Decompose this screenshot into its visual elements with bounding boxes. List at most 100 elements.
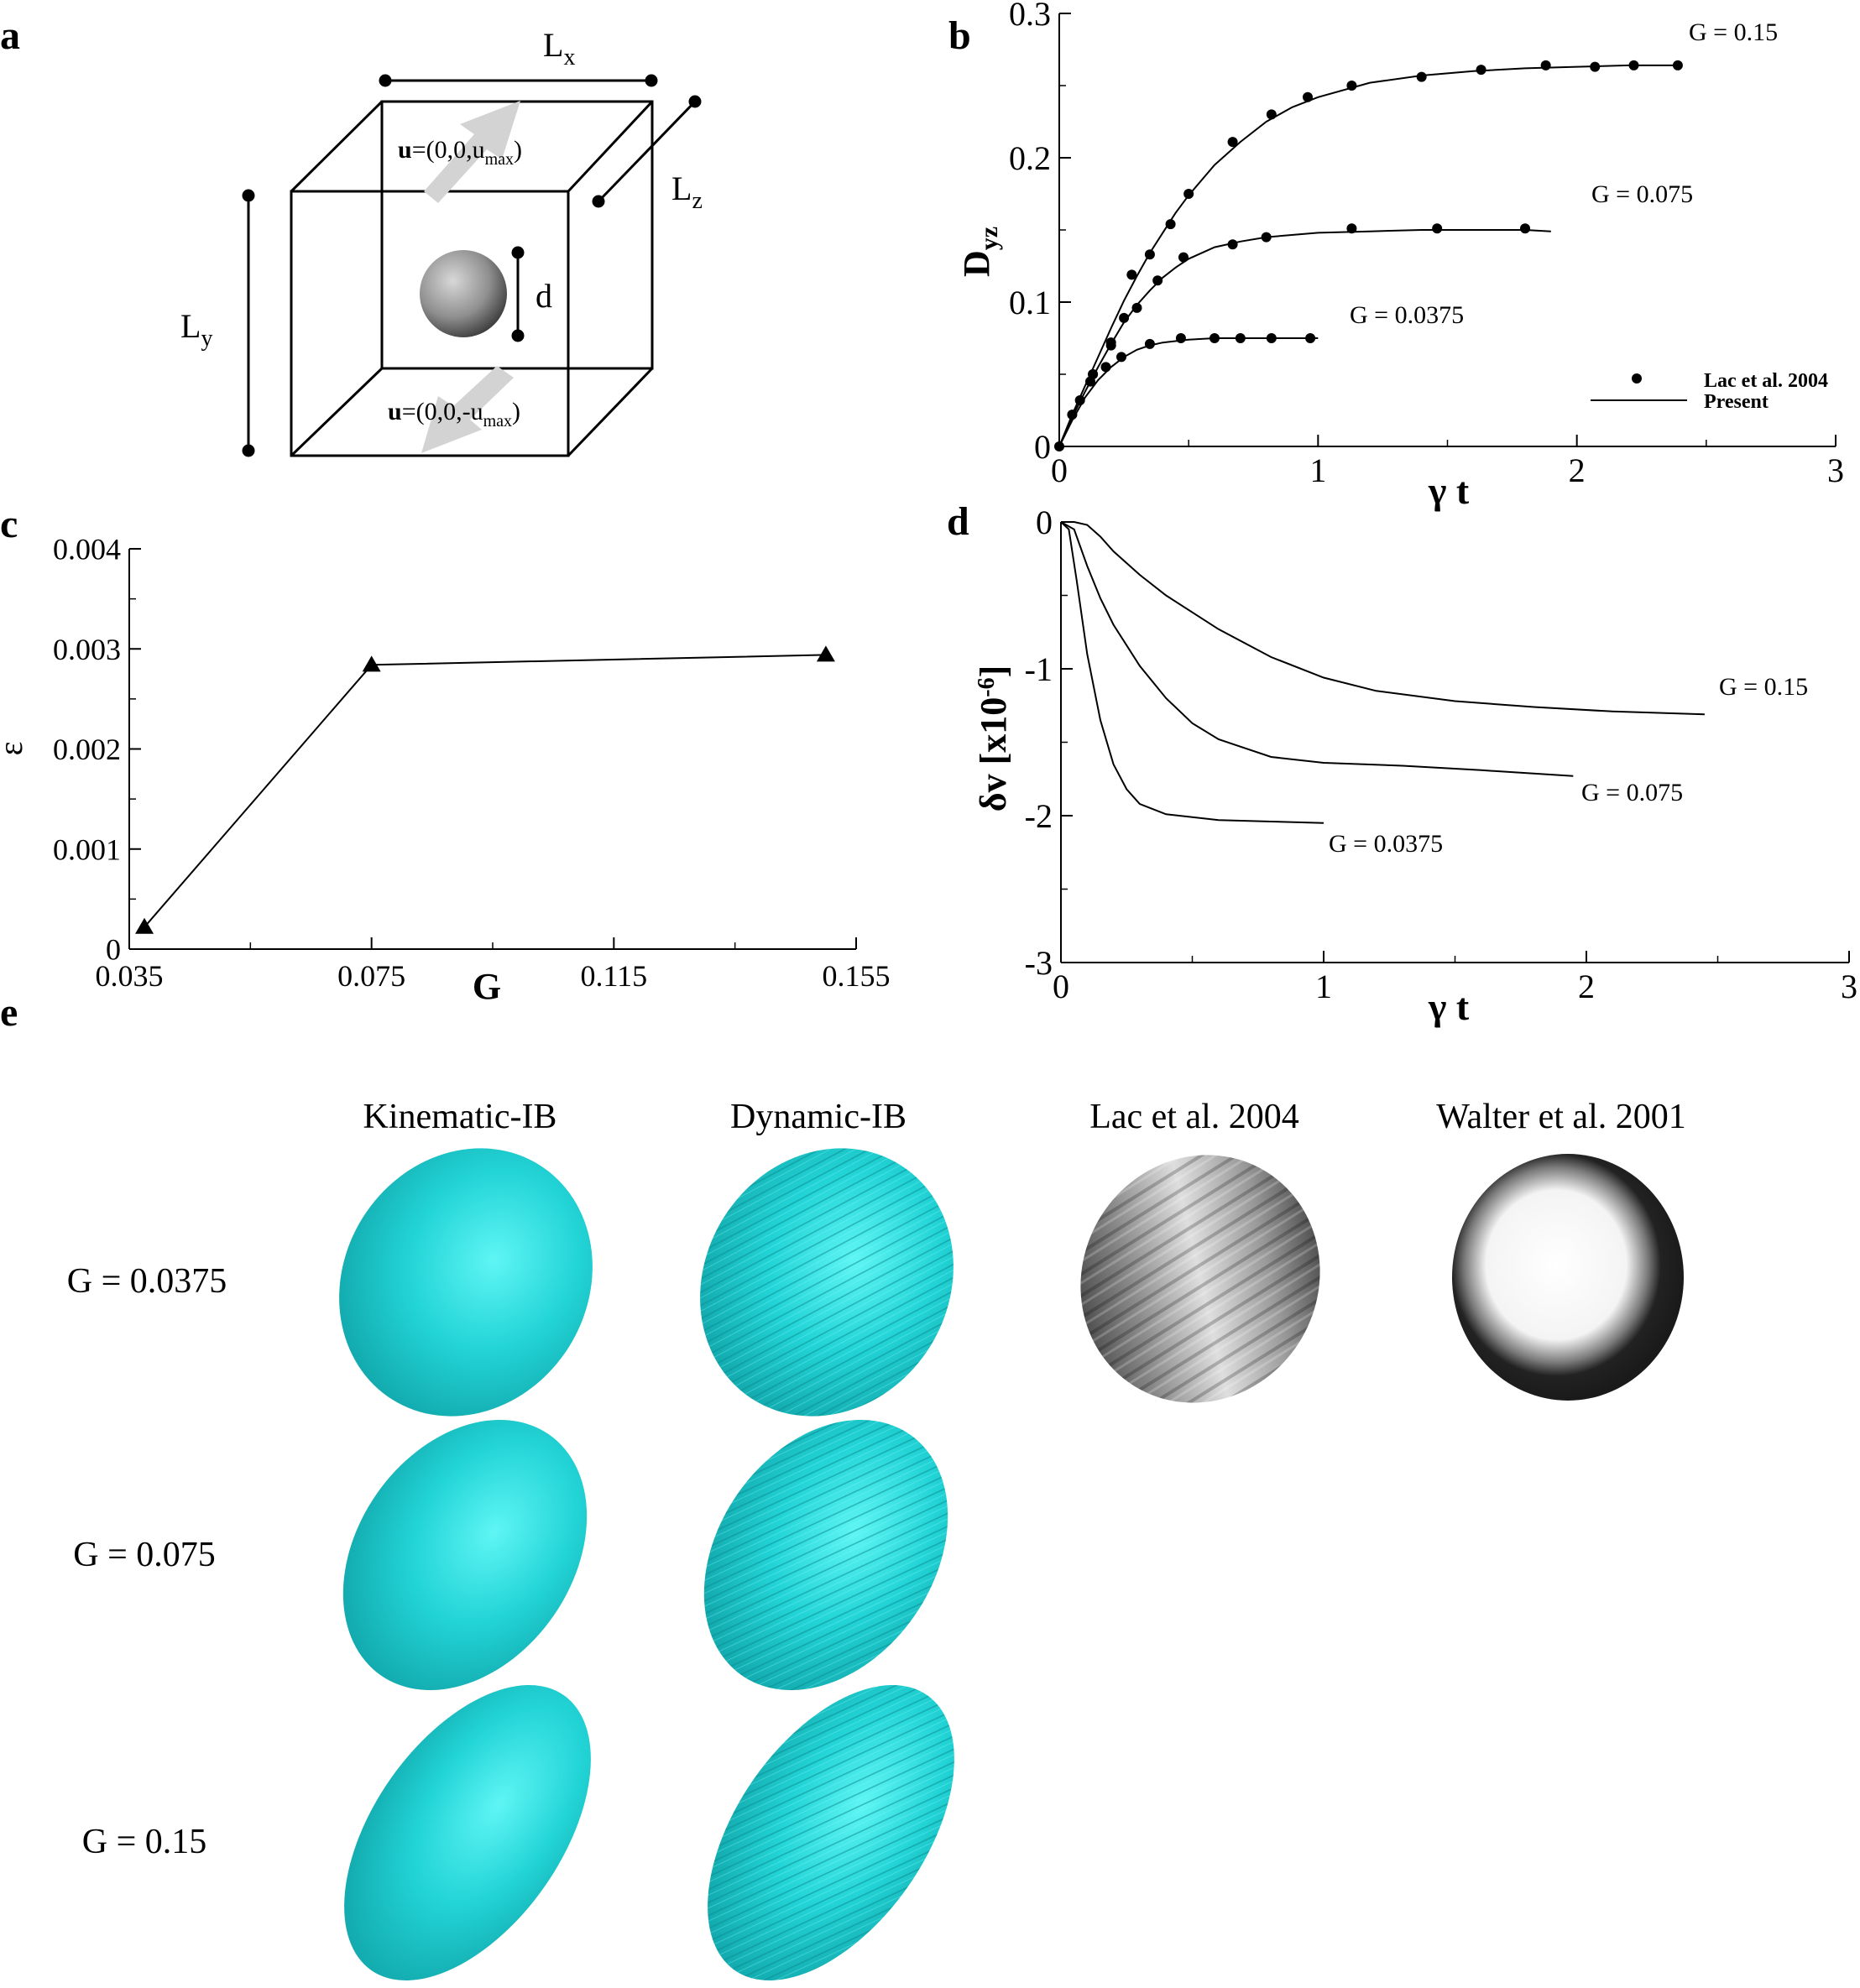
x-tick-label: 0.075 — [337, 959, 405, 993]
y-tick-label: 0.3 — [1009, 0, 1051, 33]
y-tick-label: -1 — [1025, 650, 1053, 688]
y-tick-label: -2 — [1025, 797, 1053, 835]
kinematic-shape-g0375 — [339, 1148, 593, 1417]
droplet-sphere — [420, 250, 507, 337]
series-label-g-0-075: G = 0.075 — [1581, 779, 1683, 806]
x-tick-label: 1 — [1315, 968, 1332, 1005]
series-line-g-0-0375 — [1058, 337, 1319, 447]
data-point-g-0-075 — [1152, 275, 1163, 286]
data-point-g-0-075 — [1227, 239, 1238, 250]
data-point-g-0-15 — [1266, 109, 1277, 120]
data-point-triangle — [816, 645, 835, 662]
legend-label-lac: Lac et al. 2004 — [1704, 370, 1828, 392]
bottom-flow-arrow — [421, 366, 514, 453]
data-point-g-0-075 — [1131, 302, 1142, 313]
x-tick-label: 1 — [1309, 451, 1326, 489]
bottom-velocity-label: u=(0,0,-umax) — [388, 398, 520, 430]
panel-e: e Kinematic-IB Dynamic-IB Lac et al. 200… — [0, 990, 1686, 1980]
row-label-g-0-15: G = 0.15 — [82, 1823, 207, 1861]
data-point-g-0-0375 — [1305, 333, 1316, 343]
panel-letter-e: e — [0, 990, 18, 1035]
legend-marker-lac — [1632, 373, 1642, 384]
x-tick-label: 3 — [1841, 968, 1857, 1005]
y-tick-label: 0.004 — [53, 533, 121, 566]
lz-label: Lz — [671, 170, 703, 214]
d-dimension — [511, 246, 525, 342]
y-axis-title: δv [x10-6] — [973, 665, 1014, 811]
x-tick-label: 2 — [1569, 451, 1586, 489]
data-point-g-0-15 — [1346, 81, 1357, 91]
x-tick-label: 0.115 — [580, 959, 647, 993]
series-line-g-0-075 — [1060, 521, 1574, 777]
series-label-g-0-0375: G = 0.0375 — [1350, 301, 1464, 329]
x-tick-label: 0.155 — [823, 959, 891, 993]
data-point-triangle — [135, 917, 154, 934]
x-tick-label: 3 — [1827, 451, 1844, 489]
data-point-g-0-15 — [1416, 71, 1427, 82]
dynamic-shape-g075 — [703, 1419, 948, 1691]
series-line-g-0-0375 — [1060, 521, 1324, 824]
y-tick-label: 0.002 — [53, 733, 121, 766]
data-point-g-0-075 — [1178, 252, 1189, 263]
row-label-g-0-0375: G = 0.0375 — [67, 1262, 227, 1301]
series-label-g-0-0375: G = 0.0375 — [1329, 830, 1443, 858]
data-point-g-0-15 — [1227, 137, 1238, 148]
column-header-walter-2001: Walter et al. 2001 — [1436, 1098, 1686, 1136]
ly-dimension — [242, 189, 255, 457]
data-point-g-0-15 — [1165, 219, 1176, 230]
row-label-g-0-075: G = 0.075 — [73, 1536, 216, 1574]
ly-label: Ly — [180, 307, 212, 352]
series-label-g-0-15: G = 0.15 — [1689, 18, 1778, 46]
lx-dimension — [379, 74, 658, 87]
data-point-g-0-15 — [1144, 249, 1155, 260]
data-point-g-0-15 — [1540, 60, 1551, 70]
data-point-g-0-15 — [1628, 60, 1639, 70]
y-tick-label: 0.1 — [1009, 284, 1051, 321]
x-tick-label: 0 — [1051, 451, 1068, 489]
data-point-g-0-0375 — [1235, 333, 1246, 343]
y-axis-title: ε — [0, 742, 29, 756]
data-point-g-0-0375 — [1266, 333, 1277, 343]
chart-c: 0.035 0.075 0.115 0.155 0 0.001 0.002 0.003 0.00… — [0, 533, 891, 1007]
top-flow-arrow — [424, 101, 520, 203]
data-point-g-0-0375 — [1210, 333, 1220, 343]
column-header-kinematic-ib: Kinematic-IB — [363, 1098, 557, 1136]
data-point-g-0-15 — [1126, 269, 1137, 280]
y-axis-title: Dyz — [956, 227, 1003, 277]
x-axis-title: γ t — [1428, 469, 1470, 512]
data-point-g-0-075 — [1346, 223, 1357, 234]
y-tick-label: 0 — [1036, 504, 1053, 541]
y-tick-label: 0 — [106, 933, 121, 967]
x-tick-label: 2 — [1578, 968, 1595, 1005]
y-tick-label: 0.001 — [53, 832, 121, 866]
column-header-dynamic-ib: Dynamic-IB — [730, 1098, 906, 1136]
panel-letter-c: c — [0, 502, 18, 546]
data-point-g-0-075 — [1520, 223, 1530, 234]
y-tick-label: 0.003 — [53, 633, 121, 666]
kinematic-shape-g15 — [344, 1685, 591, 1980]
top-velocity-label: u=(0,0,umax) — [398, 136, 522, 169]
lac-2004-image — [1080, 1155, 1320, 1403]
data-point-g-0-0375 — [1175, 333, 1186, 343]
x-axis-title: G — [473, 966, 501, 1007]
y-tick-label: 0 — [1034, 428, 1051, 466]
data-point-g-0-075 — [1261, 232, 1272, 243]
x-tick-label: 0 — [1053, 968, 1069, 1005]
series-label-g-0-15: G = 0.15 — [1719, 673, 1808, 701]
data-point-g-0-075 — [1119, 312, 1130, 323]
data-point-g-0-15 — [1183, 189, 1194, 199]
data-point-triangle — [362, 655, 381, 672]
lx-label: Lx — [543, 26, 575, 70]
panel-letter-d: d — [947, 499, 969, 544]
legend-label-present: Present — [1704, 391, 1769, 413]
data-point-g-0-075 — [1432, 223, 1443, 234]
x-tick-label: 0.035 — [96, 959, 164, 993]
y-tick-label: -3 — [1025, 944, 1053, 982]
panel-letter-a: a — [0, 13, 20, 58]
y-tick-label: 0.2 — [1009, 139, 1051, 177]
